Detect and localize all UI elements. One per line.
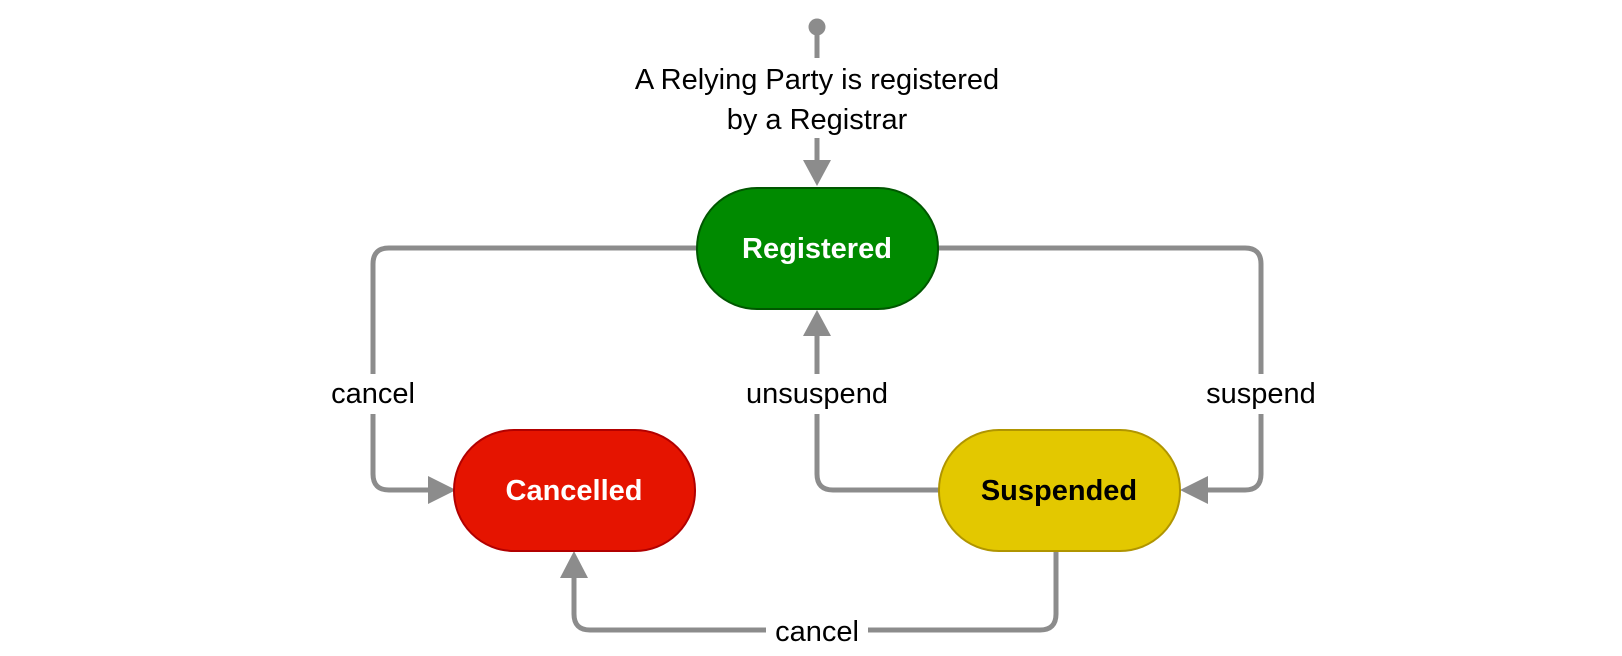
state-registered-label: Registered	[742, 233, 892, 265]
initial-edge-arrowhead	[803, 160, 831, 186]
transition-suspend: suspend	[938, 245, 1329, 504]
label-background	[735, 374, 899, 414]
initial-transition-label-line2: by a Registrar	[727, 104, 908, 136]
edge-registered-to-cancelled-arrowhead	[428, 476, 456, 504]
edge-registered-to-suspended-arrowhead	[1180, 476, 1208, 504]
state-registered-shape	[696, 187, 939, 310]
state-registered: Registered	[696, 187, 939, 310]
transition-cancel-registered: cancel	[320, 245, 697, 504]
state-suspended-shape	[938, 429, 1181, 552]
state-cancelled-shape	[453, 429, 696, 552]
transition-unsuspend: unsuspend	[735, 310, 939, 493]
edge-suspended-to-registered-arrowhead	[803, 310, 831, 336]
transition-label-cancel-left: cancel	[331, 378, 415, 410]
state-suspended-label: Suspended	[981, 475, 1137, 507]
state-suspended: Suspended	[938, 429, 1181, 552]
state-cancelled-label: Cancelled	[506, 475, 643, 507]
initial-transition: A Relying Party is registered by a Regis…	[635, 18, 999, 186]
state-cancelled: Cancelled	[453, 429, 696, 552]
transition-cancel-suspended: cancel	[560, 550, 1059, 652]
transition-label-unsuspend: unsuspend	[746, 378, 888, 410]
edge-registered-to-suspended	[938, 245, 1264, 493]
label-background	[766, 612, 868, 652]
initial-transition-label-line1: A Relying Party is registered	[635, 64, 999, 96]
transition-label-suspend: suspend	[1206, 378, 1316, 410]
edge-suspended-to-cancelled-arrowhead	[560, 551, 588, 578]
transition-label-cancel-bottom: cancel	[775, 616, 859, 648]
label-background	[320, 374, 426, 414]
edge-suspended-to-registered	[814, 334, 939, 493]
edge-registered-to-cancelled	[370, 245, 697, 493]
label-background	[1193, 374, 1329, 414]
